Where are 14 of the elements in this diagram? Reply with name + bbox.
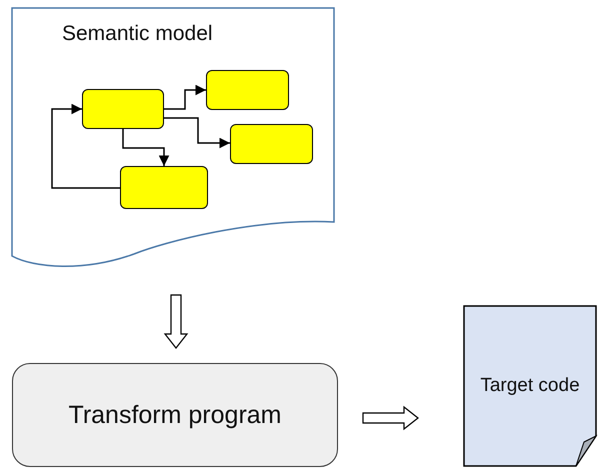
document-label: Target code: [480, 375, 580, 397]
process-label: Transform program: [68, 400, 282, 430]
arrow: [164, 84, 206, 110]
flow-box: [230, 124, 313, 164]
arrow: [51, 104, 120, 189]
document-title: Semantic model: [62, 22, 213, 46]
flow-box: [82, 89, 164, 129]
arrow: [164, 117, 230, 148]
flow-box: [206, 70, 289, 110]
hollow-arrow: [362, 406, 419, 430]
process-box: [12, 363, 338, 467]
arrow: [122, 129, 170, 166]
flow-box: [120, 166, 208, 209]
hollow-arrow: [164, 294, 188, 349]
